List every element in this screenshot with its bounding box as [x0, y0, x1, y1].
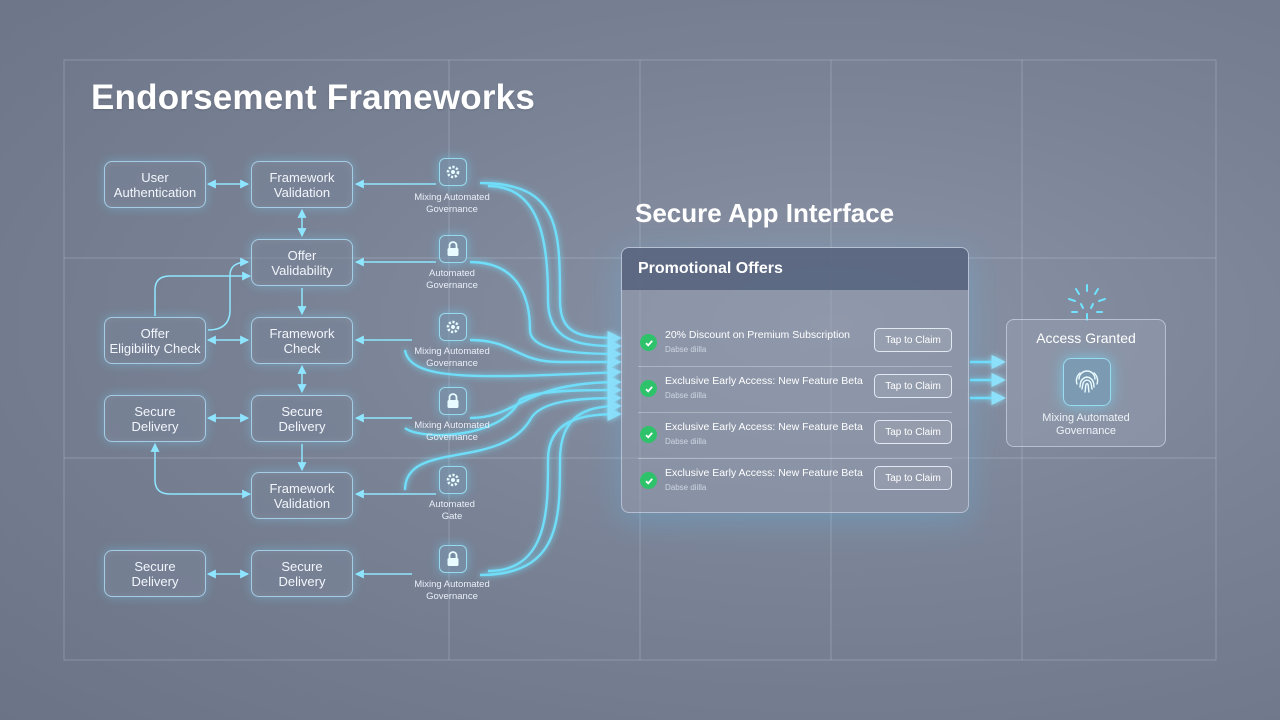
check-icon — [640, 472, 657, 489]
node-framework-validation-1[interactable]: Framework Validation — [251, 161, 353, 208]
gate-label: Mixing Automated Governance — [414, 579, 490, 602]
fingerprint-icon[interactable] — [1063, 358, 1111, 406]
node-offer-eligibility-check[interactable]: Offer Eligibility Check — [104, 317, 206, 364]
node-user-authentication[interactable]: User Authentication — [104, 161, 206, 208]
offer-row: 20% Discount on Premium Subscription Dab… — [638, 320, 952, 367]
node-offer-validability[interactable]: Offer Validability — [251, 239, 353, 286]
lock-icon — [439, 545, 467, 573]
gate-label: Automated Governance — [426, 268, 478, 291]
offer-row: Exclusive Early Access: New Feature Beta… — [638, 412, 952, 459]
tap-to-claim-button[interactable]: Tap to Claim — [874, 328, 952, 352]
gear-icon — [439, 313, 467, 341]
tap-to-claim-button[interactable]: Tap to Claim — [874, 374, 952, 398]
node-framework-check[interactable]: Framework Check — [251, 317, 353, 364]
sparkle-icon — [1068, 284, 1106, 321]
offer-row: Exclusive Early Access: New Feature Beta… — [638, 458, 952, 504]
access-title: Access Granted — [1036, 330, 1136, 346]
node-label: Secure Delivery — [278, 558, 326, 589]
access-granted-card: Access Granted Mixing Automated Governan… — [1006, 319, 1166, 447]
node-label: User Authentication — [113, 169, 197, 200]
glow-wires — [403, 181, 1006, 577]
tap-to-claim-button[interactable]: Tap to Claim — [874, 420, 952, 444]
node-arrows — [150, 179, 436, 579]
node-label: Framework Validation — [269, 169, 335, 200]
node-label: Secure Delivery — [131, 403, 179, 434]
gear-icon — [439, 158, 467, 186]
gate-label: Mixing Automated Governance — [414, 420, 490, 443]
offer-row: Exclusive Early Access: New Feature Beta… — [638, 366, 952, 413]
check-icon — [640, 426, 657, 443]
node-framework-validation-2[interactable]: Framework Validation — [251, 472, 353, 519]
interface-title: Secure App Interface — [635, 198, 895, 228]
lock-icon — [439, 387, 467, 415]
node-label: Framework Check — [269, 325, 335, 356]
gate-label: Mixing Automated Governance — [414, 192, 490, 215]
offer-subtitle: Dabse diilla — [665, 483, 707, 492]
offer-subtitle: Dabse diilla — [665, 345, 707, 354]
lock-icon — [439, 235, 467, 263]
tap-to-claim-button[interactable]: Tap to Claim — [874, 466, 952, 490]
gate-label: Automated Gate — [429, 499, 475, 522]
panel-header: Promotional Offers — [622, 248, 968, 290]
check-icon — [640, 380, 657, 397]
node-label: Framework Validation — [269, 480, 335, 511]
node-secure-delivery-mid-2[interactable]: Secure Delivery — [251, 550, 353, 597]
node-secure-delivery-mid-1[interactable]: Secure Delivery — [251, 395, 353, 442]
node-secure-delivery-left-1[interactable]: Secure Delivery — [104, 395, 206, 442]
node-label: Secure Delivery — [278, 403, 326, 434]
node-label: Secure Delivery — [131, 558, 179, 589]
access-subtitle: Mixing Automated Governance — [1042, 412, 1130, 437]
gate-label: Mixing Automated Governance — [414, 346, 490, 369]
promotional-offers-panel: Promotional Offers 20% Discount on Premi… — [621, 247, 969, 513]
offer-title: 20% Discount on Premium Subscription — [665, 329, 851, 341]
offer-title: Exclusive Early Access: New Feature Beta — [665, 467, 863, 479]
page-title: Endorsement Frameworks — [91, 78, 535, 117]
offer-subtitle: Dabse diilla — [665, 437, 707, 446]
offer-title: Exclusive Early Access: New Feature Beta — [665, 421, 863, 433]
gear-icon — [439, 466, 467, 494]
node-label: Offer Eligibility Check — [109, 325, 201, 356]
node-label: Offer Validability — [271, 247, 333, 278]
offer-title: Exclusive Early Access: New Feature Beta — [665, 375, 863, 387]
background-grid — [63, 59, 1217, 661]
check-icon — [640, 334, 657, 351]
node-secure-delivery-left-2[interactable]: Secure Delivery — [104, 550, 206, 597]
offer-subtitle: Dabse diilla — [665, 391, 707, 400]
